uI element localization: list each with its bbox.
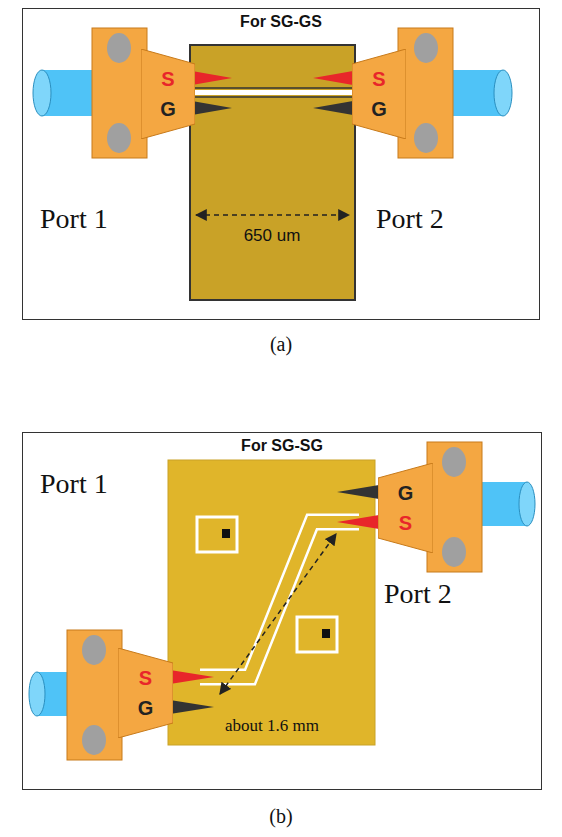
port-label: Port 2	[376, 203, 444, 235]
probe-contact-label: G	[160, 97, 176, 121]
probe-outline	[141, 49, 195, 139]
cable-end	[29, 672, 45, 716]
probe-contact-label: G	[371, 97, 387, 121]
screw	[442, 537, 466, 567]
cable-end	[519, 482, 535, 526]
screw	[442, 447, 466, 477]
trace-outline	[200, 522, 359, 677]
probe-mount	[92, 28, 147, 158]
probe-mount	[427, 442, 482, 572]
signal-gap	[190, 90, 355, 95]
probe-contact-label: G	[138, 696, 154, 720]
screw	[107, 123, 131, 153]
panel-title: For SG-SG	[23, 437, 541, 455]
signal-tip	[192, 71, 232, 85]
probe-contact-label: S	[399, 511, 412, 535]
screw	[414, 33, 438, 63]
dimension-label: 650 um	[244, 226, 301, 246]
screw	[107, 33, 131, 63]
port-label: Port 1	[40, 468, 108, 500]
screw	[82, 725, 106, 755]
chip-edge	[190, 87, 355, 89]
probe-head: GS	[378, 463, 433, 553]
cable-end	[33, 70, 51, 116]
signal-tip	[170, 670, 214, 684]
panel-title: For SG-GS	[23, 13, 539, 31]
probe-head: SG	[118, 648, 173, 738]
screw	[414, 123, 438, 153]
dimension-arrow	[220, 534, 336, 694]
probe-body	[352, 49, 406, 139]
chip	[190, 45, 355, 300]
panel-a-illustration	[22, 8, 540, 320]
chip	[168, 460, 375, 745]
probe-contact-label: S	[139, 666, 152, 690]
probe-head: SG	[141, 49, 195, 139]
probe-body	[378, 463, 433, 553]
test-structure-dot	[222, 529, 230, 538]
probe-outline	[352, 49, 406, 139]
subfigure-caption: (b)	[269, 805, 292, 828]
test-structure	[197, 517, 237, 552]
figure-panel: For SG-GSSGSG	[22, 8, 540, 320]
probe-contact-label: G	[398, 481, 414, 505]
ground-tip	[337, 485, 379, 499]
chip-edge	[190, 96, 355, 98]
signal-tip	[313, 71, 353, 85]
cable-end	[494, 70, 512, 116]
signal-tip	[337, 515, 379, 529]
ground-tip	[192, 101, 232, 115]
probe-outline	[378, 463, 433, 553]
probe-head: SG	[352, 49, 406, 139]
ground-tip	[313, 101, 353, 115]
probe-body	[118, 648, 173, 738]
dimension-label: about 1.6 mm	[225, 716, 319, 736]
test-structure	[297, 617, 337, 652]
probe-mount	[398, 28, 453, 158]
trace	[200, 522, 359, 677]
probe-contact-label: S	[161, 67, 174, 91]
test-structure-dot	[322, 629, 330, 638]
probe-body	[141, 49, 195, 139]
probe-mount	[67, 630, 122, 760]
subfigure-caption: (a)	[270, 333, 292, 356]
port-label: Port 2	[384, 578, 452, 610]
ground-tip	[170, 700, 214, 714]
dimension-arrow	[196, 214, 349, 216]
screw	[82, 635, 106, 665]
probe-contact-label: S	[372, 67, 385, 91]
probe-outline	[118, 648, 173, 738]
port-label: Port 1	[40, 203, 108, 235]
